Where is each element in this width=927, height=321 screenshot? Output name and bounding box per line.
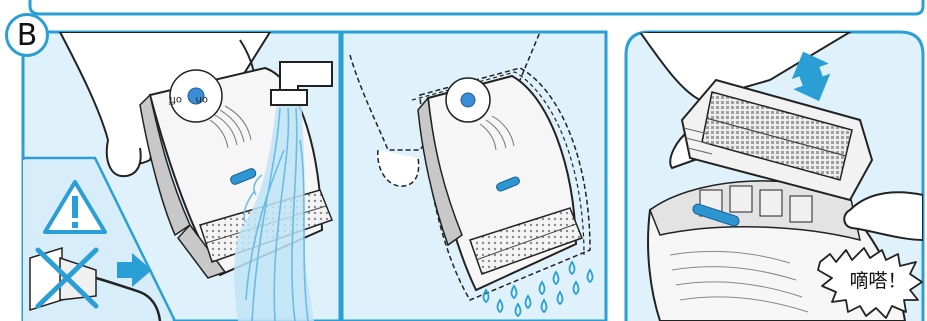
panel-rinse: off on (23, 32, 340, 321)
header-bar (30, 0, 923, 14)
switch-off-label: off (168, 94, 182, 105)
step-label: B (5, 13, 49, 57)
switch-on-label: on (196, 94, 208, 105)
click-sound-label: 嘀嗒！ (834, 266, 922, 293)
panel-shake-dry (342, 32, 606, 321)
